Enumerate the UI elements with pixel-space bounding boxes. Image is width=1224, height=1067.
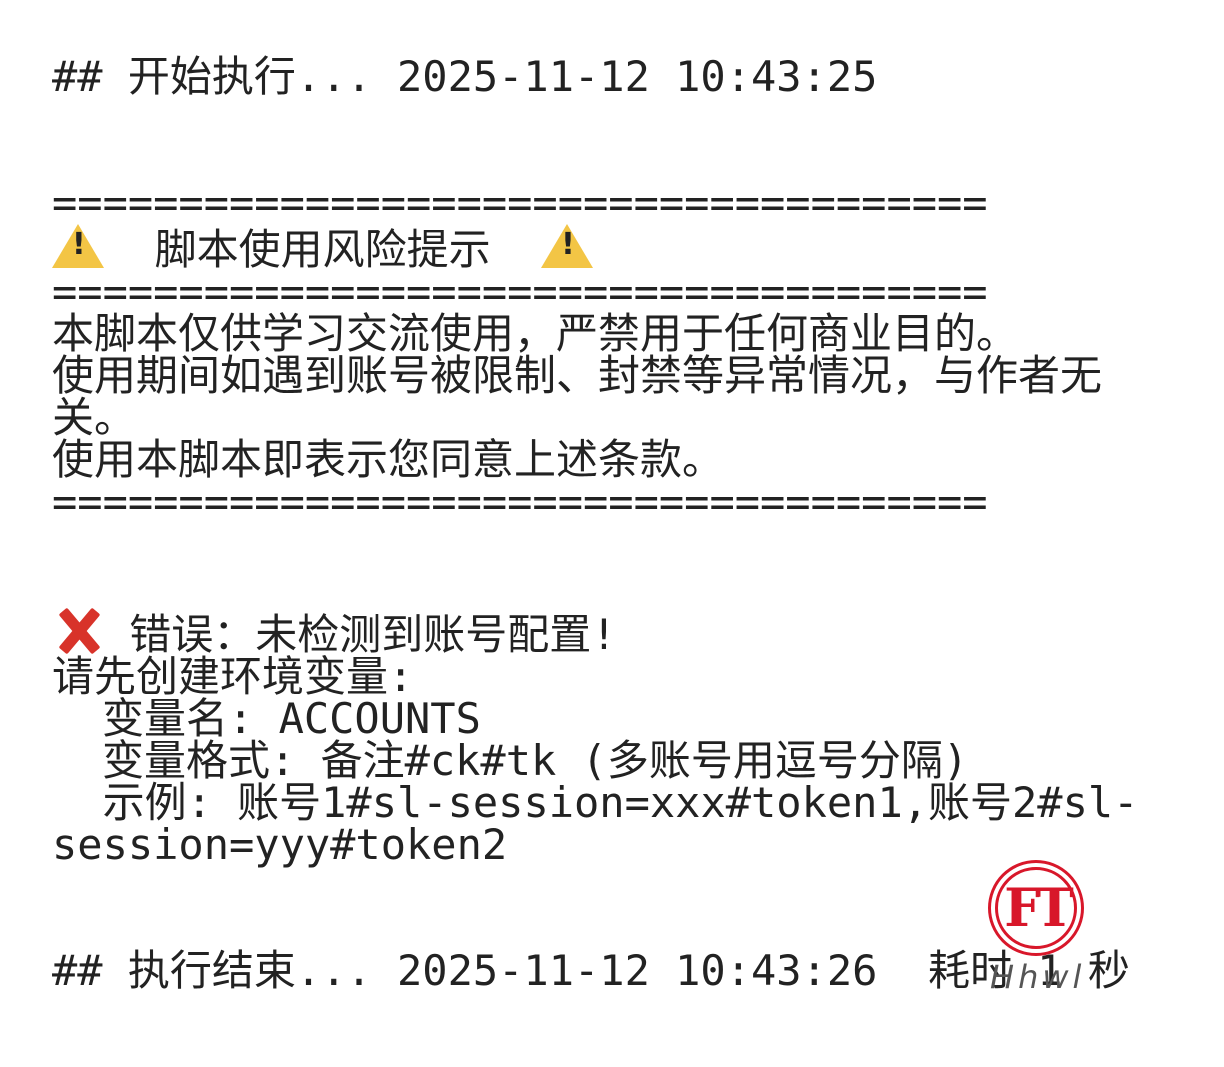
warning-title-line: 脚本使用风险提示 <box>52 224 1152 271</box>
error-message: 错误：未检测到账号配置! <box>129 610 617 659</box>
error-line: 错误：未检测到账号配置! <box>52 607 1152 656</box>
instruction-example-text: 示例: 账号1#sl-session=xxx#token1,账号2#sl-ses… <box>52 778 1139 869</box>
warning-icon <box>541 224 594 268</box>
warning-icon <box>52 224 104 268</box>
warning-title: 脚本使用风险提示 <box>154 225 491 274</box>
instruction-example: 示例: 账号1#sl-session=xxx#token1,账号2#sl-ses… <box>52 782 1152 866</box>
stamp-text: FT <box>1004 878 1074 939</box>
end-line: ## 执行结束... 2025-11-12 10:43:26 耗时 1 秒 <box>52 946 1130 995</box>
instruction-var-format: 变量格式: 备注#ck#tk (多账号用逗号分隔) <box>102 736 969 785</box>
disclaimer-line-1: 本脚本仅供学习交流使用，严禁用于任何商业目的。 <box>52 309 1019 358</box>
disclaimer-line-2: 使用期间如遇到账号被限制、封禁等异常情况，与作者无关。 <box>52 351 1103 442</box>
watermark-stamp: FT <box>988 860 1084 956</box>
start-line: ## 开始执行... 2025-11-12 10:43:25 <box>52 52 878 101</box>
separator-top: ===================================== <box>52 178 988 227</box>
console-log: ## 开始执行... 2025-11-12 10:43:25 =========… <box>52 56 1152 992</box>
watermark-signature: Hhwl <box>990 958 1086 996</box>
instruction-header: 请先创建环境变量: <box>52 652 414 701</box>
cross-mark-icon <box>52 607 104 653</box>
instruction-var-name: 变量名: ACCOUNTS <box>102 694 481 743</box>
separator-bottom: ===================================== <box>52 477 988 526</box>
disclaimer-line-3: 使用本脚本即表示您同意上述条款。 <box>52 435 725 484</box>
separator-mid: ===================================== <box>52 267 988 316</box>
